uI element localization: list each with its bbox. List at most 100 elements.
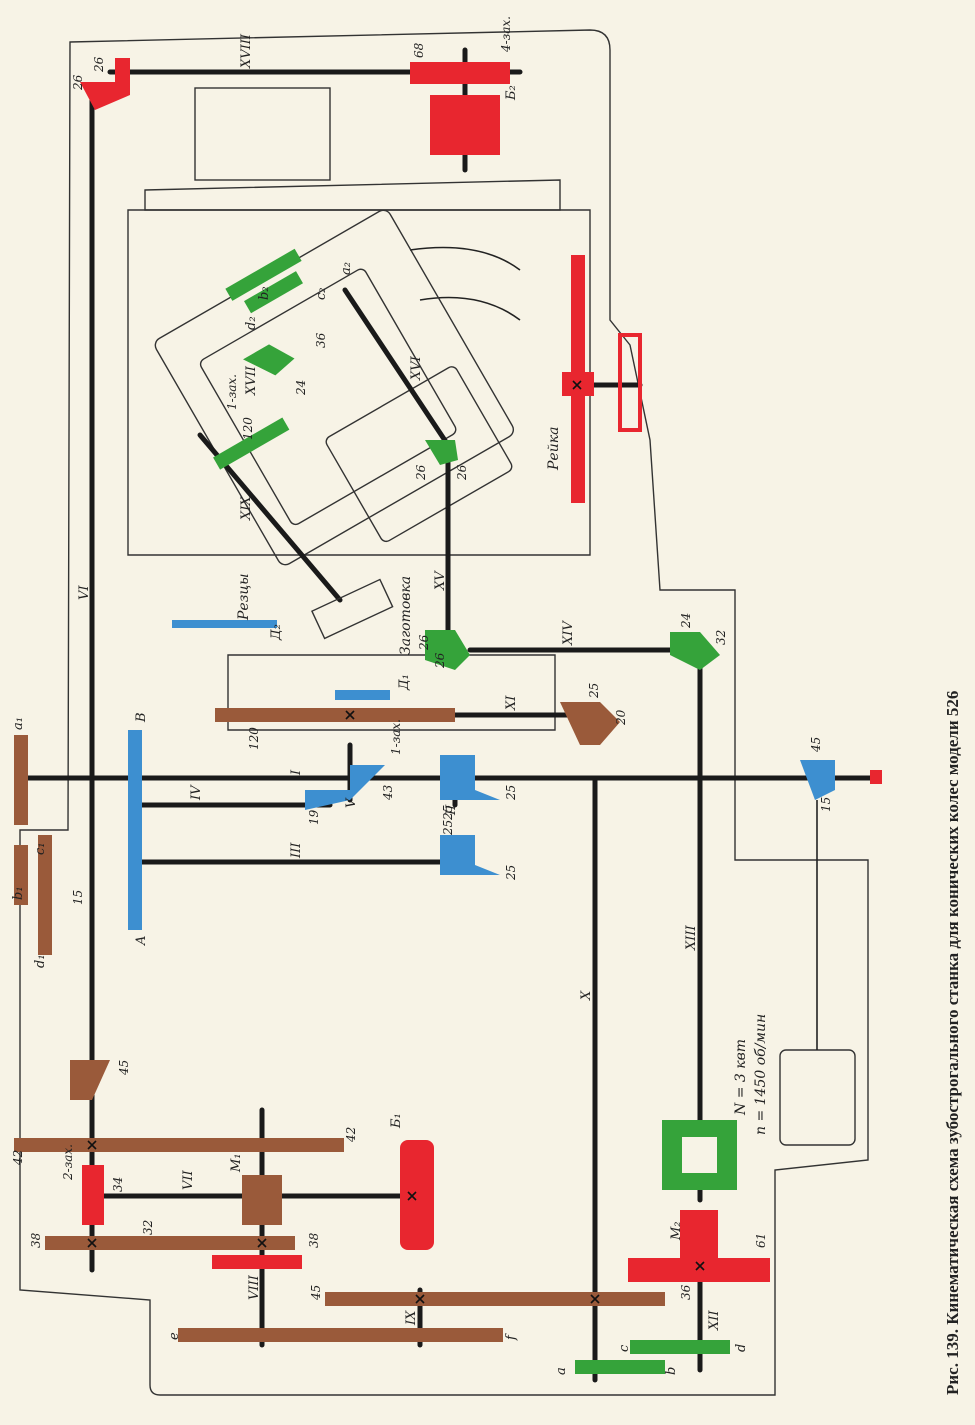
- bevel-19-43: [305, 765, 385, 810]
- label-g1zax-mid: 1-зах.: [389, 719, 403, 755]
- label-shaft-V: V: [344, 797, 359, 808]
- label-A: A: [134, 936, 149, 946]
- gear-61: [628, 1258, 770, 1282]
- gear-a1: [14, 735, 28, 825]
- label-d: d: [734, 1344, 749, 1352]
- letter-labels: a₁ b₁ c₁ d₁ a₂ b₂ c₂ d₂ A B e f a b c d …: [11, 85, 749, 1375]
- block-b2: [430, 95, 500, 155]
- label-g26-mid-b: 26: [455, 464, 469, 481]
- slide-d2: [172, 620, 277, 628]
- label-b2: b₂: [257, 286, 272, 300]
- label-D1: Д₁: [397, 674, 412, 691]
- label-g4zax: 4-зах.: [499, 16, 513, 53]
- gear-e-f: [178, 1328, 503, 1342]
- label-g26-low-b: 26: [433, 652, 447, 669]
- label-a: a: [554, 1367, 569, 1375]
- guide-arc-2: [419, 296, 521, 321]
- shaft-labels: I II III IV V VI VII VIII IX X XI XII XI…: [77, 33, 722, 1331]
- label-g26-top-a: 26: [71, 74, 85, 91]
- label-shaft-VI: VI: [77, 585, 92, 600]
- label-g26-top-b: 26: [92, 56, 106, 73]
- label-g32-l: 32: [141, 1220, 155, 1235]
- gear-120-mid: [215, 708, 455, 722]
- label-g36-xii: 36: [679, 1284, 693, 1300]
- bevel-26-top: [80, 58, 130, 110]
- gear-c2-d2: [244, 271, 303, 314]
- label-g38-b: 38: [307, 1232, 321, 1248]
- gear-A-B: [128, 730, 142, 930]
- label-c: c: [617, 1344, 632, 1352]
- label-b: b: [664, 1367, 679, 1375]
- label-d2: d₂: [244, 316, 259, 330]
- label-g24-top: 24: [294, 380, 308, 396]
- bevel-45-15-right: [800, 760, 835, 800]
- bevel-25-20: [560, 702, 620, 745]
- label-shaft-VII: VII: [181, 1169, 196, 1190]
- motor: [779, 1049, 856, 1146]
- label-f: f: [504, 1333, 519, 1341]
- label-g1zax-top: 1-зах.: [225, 374, 239, 410]
- coupling-m2: [680, 1210, 718, 1260]
- gear-labels: 26 26 68 4-зах. 1-зах. 120 24 36 26 26 2…: [11, 16, 833, 1301]
- label-c2: c₂: [314, 288, 329, 301]
- named-labels: Рейка Резцы Заготовка N = 3 квт n = 1450…: [236, 427, 769, 1135]
- bevel-26-26-mid: [425, 440, 458, 465]
- label-motor-speed: n = 1450 об/мин: [753, 1014, 769, 1135]
- bevel-25-25-a: [440, 835, 500, 875]
- label-g42-b: 42: [344, 1127, 358, 1143]
- label-shaft-IX: IX: [404, 1310, 419, 1326]
- label-g45-l: 45: [117, 1060, 131, 1076]
- handwheel: [618, 333, 642, 432]
- label-d1: d₁: [33, 954, 48, 968]
- gear-38-red: [212, 1255, 302, 1269]
- bevel-24-36: [243, 344, 295, 376]
- bevel-26-26-low: [425, 630, 470, 670]
- label-B2: Б₂: [504, 85, 519, 101]
- label-B1: Б₁: [389, 1113, 404, 1129]
- gear-68: [410, 62, 510, 84]
- label-shaft-XVIII: XVIII: [239, 33, 254, 69]
- label-g25-x: 25: [587, 683, 601, 699]
- gear-a2-b2: [225, 248, 302, 301]
- label-shaft-III: III: [289, 842, 304, 859]
- label-g24-r: 24: [679, 613, 693, 629]
- bevel-25-25-b: [440, 755, 500, 800]
- label-workpiece: Заготовка: [398, 576, 414, 655]
- label-M1: M₁: [229, 1153, 244, 1173]
- label-g15-l: 15: [71, 890, 85, 905]
- bevel-45-left: [70, 1060, 110, 1100]
- label-a2: a₂: [339, 262, 354, 275]
- machine-outline: [19, 29, 869, 1396]
- label-g38-a: 38: [29, 1232, 43, 1248]
- label-g43: 43: [381, 784, 395, 801]
- label-shaft-VIII: VIII: [247, 1274, 262, 1300]
- gear-c-d: [630, 1340, 730, 1354]
- red-gears: [80, 58, 882, 1282]
- inner-frame: [127, 209, 591, 556]
- label-g25-b4: 25: [441, 805, 455, 821]
- gear-38: [45, 1236, 295, 1250]
- shaft-XVI: [342, 287, 451, 448]
- label-shaft-XV: XV: [433, 570, 448, 591]
- label-g20-x: 20: [614, 709, 628, 726]
- label-g25-b2: 25: [504, 865, 518, 881]
- label-g19: 19: [307, 809, 321, 825]
- label-shaft-IV: IV: [189, 784, 204, 801]
- bevel-24-32: [670, 632, 720, 670]
- coupling-m1: [242, 1175, 282, 1225]
- green-gears: [213, 248, 737, 1374]
- label-g32-r: 32: [714, 630, 728, 645]
- column-frame: [144, 179, 561, 211]
- gear-c1: [38, 835, 52, 895]
- blue-gears: [128, 620, 835, 930]
- gear-b1: [14, 845, 28, 905]
- label-motor-power: N = 3 квт: [733, 1039, 749, 1116]
- label-shaft-XIV: XIV: [561, 620, 576, 646]
- label-g61: 61: [754, 1233, 768, 1248]
- label-shaft-XVII: XVII: [244, 365, 259, 396]
- shaft-crosses: [87, 380, 705, 1304]
- gear-120-top: [213, 417, 290, 470]
- block-b1: [400, 1140, 434, 1250]
- label-cutters: Резцы: [236, 573, 252, 621]
